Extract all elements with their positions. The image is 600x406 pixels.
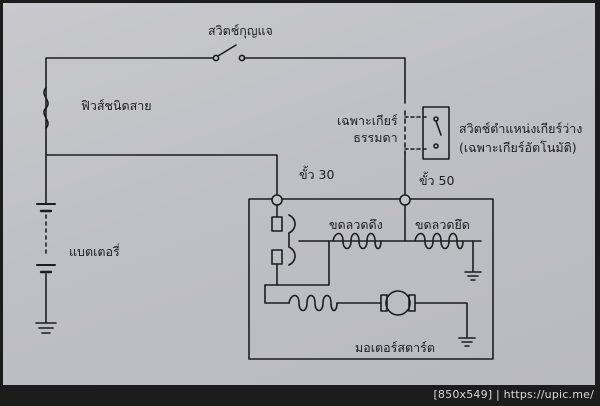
diagram-paper: สวิตช์กุญแจ ฟิวส์ชนิดสาย เฉพาะเกียร์ ธรร… (3, 3, 595, 385)
ignition-switch-symbol (212, 44, 246, 62)
label-battery: แบตเตอรี่ (69, 244, 120, 259)
label-manual-only: เฉพาะเกียร์ ธรรมดา (337, 113, 398, 145)
field-coil (288, 294, 338, 312)
motor-brush-left (380, 294, 388, 312)
label-starter-motor: มอเตอร์สตาร์ต (355, 340, 435, 355)
fuse-symbol (43, 87, 49, 129)
watermark: [850x549] | https://upic.me/ (433, 388, 594, 401)
plunger-plate-lower (288, 246, 296, 266)
label-hold-in-coil: ขดลวดยึด (415, 217, 470, 232)
label-fuse: ฟิวส์ชนิดสาย (81, 98, 152, 113)
label-neutral-switch: สวิตช์ตำแหน่งเกียร์ว่าง (เฉพาะเกียร์อัตโ… (459, 121, 583, 155)
pull-in-coil (332, 232, 382, 250)
label-pull-in-coil: ขดลวดดึง (329, 217, 383, 232)
contact-lower (271, 249, 283, 265)
plunger-plate-upper (288, 214, 296, 234)
starter-enclosure (248, 198, 494, 360)
wire-to-terminal-30 (45, 154, 278, 197)
wire-top-left (45, 57, 214, 154)
neutral-switch-box (422, 106, 450, 160)
contact-upper (271, 216, 283, 232)
battery-symbol (35, 152, 57, 334)
terminal-50-symbol (399, 194, 411, 206)
hold-in-coil (414, 232, 464, 250)
starter-circuit-diagram (35, 44, 494, 360)
wire-top-right (243, 57, 406, 104)
motor-armature (385, 290, 411, 316)
neutral-switch-symbol (433, 116, 442, 149)
label-ignition-switch: สวิตช์กุญแจ (208, 23, 273, 38)
terminal-30-symbol (271, 194, 283, 206)
label-terminal-30: ขั้ว 30 (299, 167, 335, 182)
label-terminal-50: ขั้ว 50 (419, 173, 455, 188)
